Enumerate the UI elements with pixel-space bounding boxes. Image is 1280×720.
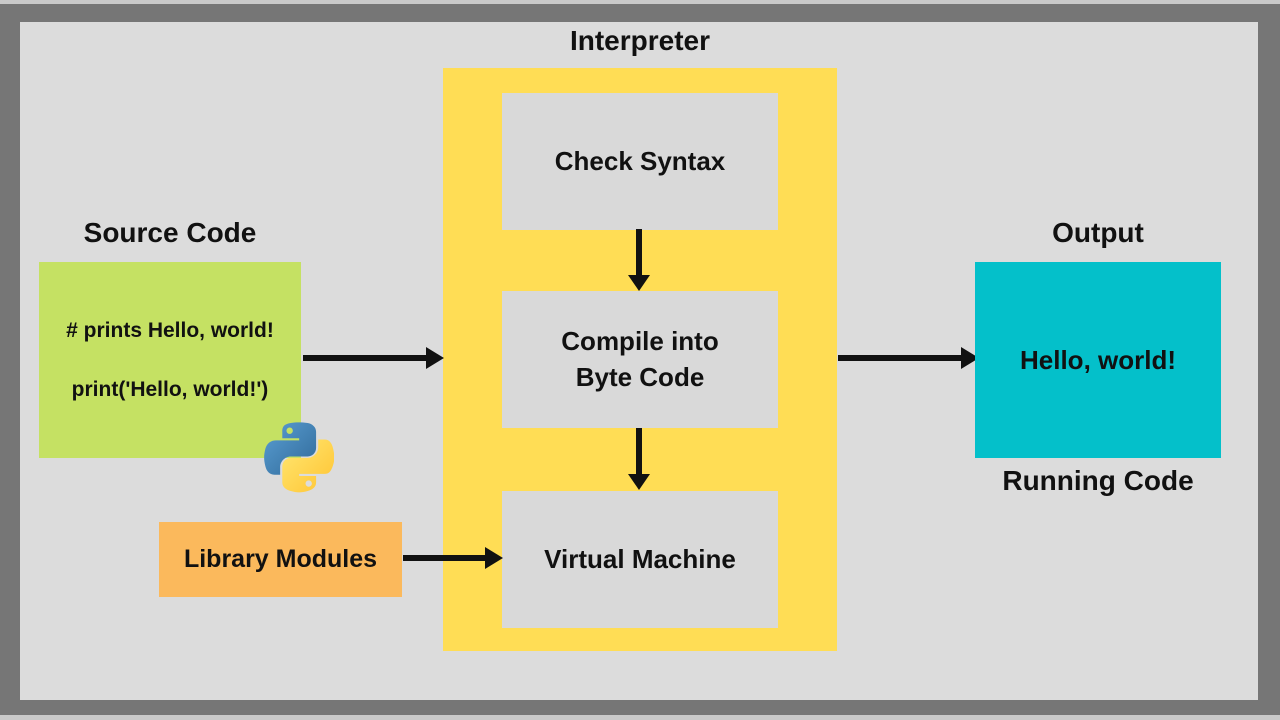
- step-label: Compile into Byte Code: [561, 326, 719, 392]
- output-box: Hello, world!: [975, 262, 1221, 458]
- source-code-heading: Source Code: [83, 217, 257, 248]
- step-check-syntax: Check Syntax: [502, 93, 778, 230]
- library-modules-box: Library Modules: [159, 522, 402, 597]
- step-label: Virtual Machine: [544, 543, 736, 574]
- arrow-interpreter-to-output-line: [838, 355, 961, 361]
- arrow-library-to-vm-head: [485, 547, 503, 569]
- arrow-syntax-to-compile-head: [628, 275, 650, 291]
- code-print-line: print('Hello, world!'): [71, 378, 269, 401]
- library-modules-label: Library Modules: [183, 545, 378, 573]
- step-virtual-machine: Virtual Machine: [502, 491, 778, 628]
- arrow-compile-to-vm-head: [628, 474, 650, 490]
- arrow-interpreter-to-output-head: [961, 347, 979, 369]
- arrow-compile-to-vm-line: [636, 428, 642, 474]
- output-result-text: Hello, world!: [1020, 344, 1176, 375]
- arrow-library-to-vm-line: [403, 555, 485, 561]
- arrow-source-to-interpreter-line: [303, 355, 426, 361]
- python-icon: [264, 422, 334, 493]
- interpreter-title: Interpreter: [569, 25, 711, 56]
- code-comment-line: # prints Hello, world!: [66, 319, 274, 342]
- source-code-box: # prints Hello, world! print('Hello, wor…: [39, 262, 301, 458]
- arrow-source-to-interpreter-head: [426, 347, 444, 369]
- arrow-syntax-to-compile-line: [636, 229, 642, 275]
- step-label: Check Syntax: [554, 145, 726, 176]
- running-code-caption: Running Code: [1002, 465, 1194, 496]
- output-heading: Output: [1052, 217, 1144, 248]
- step-compile-byte-code: Compile into Byte Code: [502, 291, 778, 428]
